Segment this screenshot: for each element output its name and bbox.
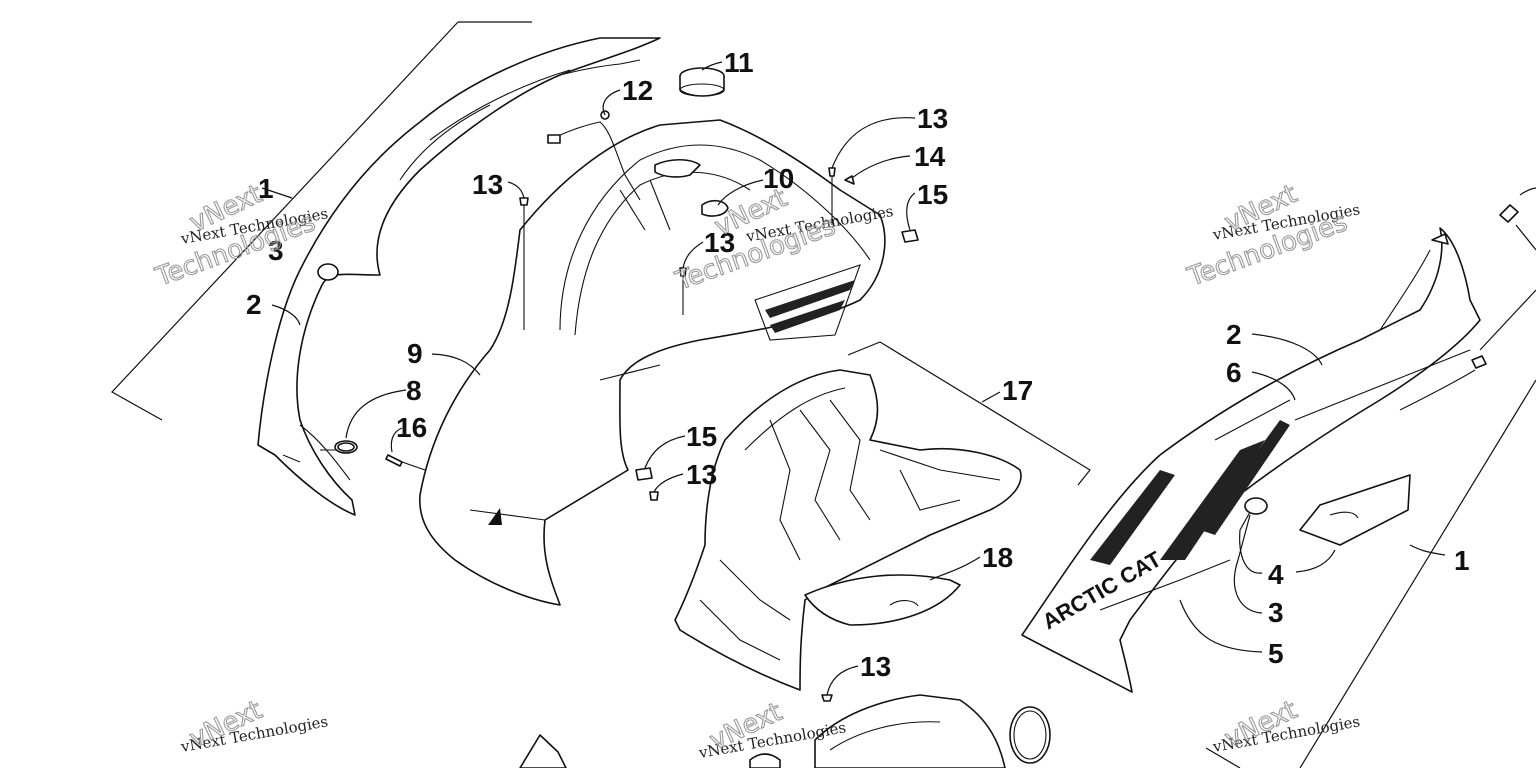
- callout-15-b: 15: [686, 421, 717, 452]
- callout-2-right: 2: [1226, 319, 1242, 350]
- callout-1-right: 1: [1454, 545, 1470, 576]
- o-ring: [334, 440, 358, 454]
- group-bracket-left: [111, 21, 532, 421]
- callout-13-e: 13: [860, 651, 891, 682]
- bottom-parts: [519, 694, 1051, 768]
- callout-12: 12: [622, 75, 653, 106]
- callout-13-c: 13: [917, 103, 948, 134]
- callout-8: 8: [406, 375, 422, 406]
- callout-3-right: 3: [1268, 597, 1284, 628]
- callout-13-b: 13: [704, 227, 735, 258]
- callout-14: 14: [914, 141, 946, 172]
- group-bracket-right: [1205, 187, 1536, 768]
- group-bracket-17: [847, 341, 1091, 486]
- callout-18: 18: [982, 542, 1013, 573]
- callout-2-left: 2: [246, 289, 262, 320]
- callout-labels: 1 2 3 8 16 9 12 11 13 13 10 13 14 15 15 …: [246, 47, 1470, 682]
- callout-17: 17: [1002, 375, 1033, 406]
- rivet-14: [844, 175, 855, 185]
- front-hood-body: [419, 119, 886, 606]
- callout-6: 6: [1226, 357, 1242, 388]
- callout-10: 10: [763, 163, 794, 194]
- inner-tray-17: [674, 369, 1022, 691]
- callout-9: 9: [407, 338, 423, 369]
- clips-15: [635, 229, 919, 481]
- callout-1-left: 1: [258, 173, 274, 204]
- grommet-11: [679, 67, 725, 97]
- callout-5: 5: [1268, 638, 1284, 669]
- right-side-panel: ARCTIC CAT: [1021, 204, 1519, 693]
- fasteners-13: [519, 167, 836, 702]
- callout-4: 4: [1268, 559, 1284, 590]
- callout-13-d: 13: [686, 459, 717, 490]
- callout-11: 11: [724, 47, 754, 78]
- callout-15-a: 15: [917, 179, 948, 210]
- callout-16: 16: [396, 412, 427, 443]
- callout-3-left: 3: [268, 235, 284, 266]
- pad-10: [701, 199, 729, 217]
- leader-lines: [261, 61, 1446, 696]
- pad-18: [804, 574, 961, 626]
- callout-13-a: 13: [472, 169, 503, 200]
